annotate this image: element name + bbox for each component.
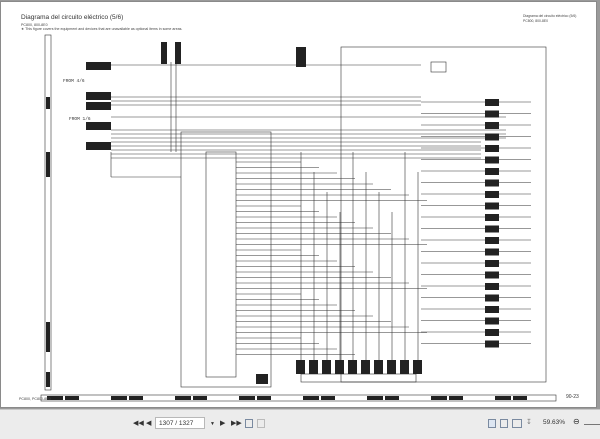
ruler-segment (193, 396, 207, 400)
ruler-segment (111, 396, 127, 400)
connector-block (86, 122, 111, 130)
connector-block (86, 102, 111, 110)
connector (413, 360, 422, 374)
page-title: Diagrama del circuito eléctrico (5/6) (21, 14, 124, 21)
page-note: ★ This figure covers the equipment and d… (21, 27, 183, 31)
connector (374, 360, 383, 374)
page-number-label: 90-23 (566, 394, 579, 400)
page-dropdown-icon[interactable]: ▼ (210, 421, 215, 427)
connector-block (86, 62, 111, 70)
ruler-segment (47, 396, 63, 400)
connector-label-box (300, 373, 417, 383)
previous-page-button[interactable]: ◀ (146, 420, 152, 427)
next-page-button[interactable]: ▶ (220, 420, 226, 427)
connector (485, 306, 499, 313)
connector (400, 360, 409, 374)
ruler-segment (431, 396, 447, 400)
last-page-button[interactable]: ▶▶ (231, 420, 242, 427)
connector (485, 225, 499, 233)
header-right: Diagrama del circuito eléctrico (5/6) PC… (523, 14, 576, 24)
ruler-segment (321, 396, 335, 400)
connector (485, 191, 499, 198)
connector (296, 47, 306, 67)
ground-connector (256, 374, 268, 384)
connector (485, 179, 499, 187)
ruler-segment (46, 372, 50, 387)
footer-model: PC800, PC800-8E0 (19, 397, 51, 401)
zoom-slider[interactable] (584, 424, 600, 425)
page-view-icon[interactable] (245, 419, 253, 428)
connector (485, 283, 499, 290)
connector (387, 360, 396, 374)
page-number-value: 1307 / 1327 (159, 420, 194, 427)
connector (485, 214, 499, 221)
connector (322, 360, 331, 374)
connector (296, 360, 305, 374)
ruler-segment (449, 396, 463, 400)
ruler-segment (239, 396, 255, 400)
model-label: PC800, 800-8E0 (21, 23, 48, 27)
left-ruler (44, 34, 52, 391)
connector (485, 156, 499, 164)
connector (485, 122, 499, 129)
zoom-value: 59.63% (543, 419, 566, 426)
ruler-segment (257, 396, 271, 400)
from-label-1-6: FROM 1/6 (69, 116, 91, 122)
zoom-out-button[interactable]: ⊖ (573, 417, 580, 426)
first-page-button[interactable]: ◀◀ (133, 420, 144, 427)
pdf-page: Diagrama del circuito eléctrico (5/6) PC… (0, 1, 597, 408)
connector (485, 340, 499, 348)
ruler-segment (495, 396, 511, 400)
ruler-segment (65, 396, 79, 400)
connector (485, 133, 499, 141)
connector (485, 260, 499, 267)
continuous-icon[interactable] (500, 419, 508, 428)
ruler-segment (175, 396, 191, 400)
connector (309, 360, 318, 374)
from-label-4-6: FROM 4/6 (63, 78, 85, 84)
scroll-icon[interactable]: ↧ (526, 419, 532, 426)
controller-box (180, 131, 272, 388)
connector (485, 110, 499, 118)
connector (485, 168, 499, 175)
connector (335, 360, 344, 374)
connector (485, 145, 499, 152)
controller-pins (205, 151, 237, 378)
ruler-segment (46, 322, 50, 352)
single-page-icon[interactable] (488, 419, 496, 428)
ruler-segment (46, 152, 50, 177)
connector (485, 317, 499, 325)
cab-frame (340, 46, 547, 383)
connector (485, 202, 499, 210)
ruler-segment (385, 396, 399, 400)
connector (361, 360, 370, 374)
ruler-segment (513, 396, 527, 400)
connector (485, 271, 499, 279)
connector-block (86, 142, 111, 150)
relay (161, 42, 167, 64)
ruler-segment (129, 396, 143, 400)
ruler-segment (367, 396, 383, 400)
relay (175, 42, 181, 64)
ruler-segment (46, 97, 50, 109)
circuit-diagram: FROM 4/6 FROM 1/6 (40, 34, 557, 402)
gauge (430, 61, 447, 73)
two-page-icon[interactable] (512, 419, 522, 428)
connector (348, 360, 357, 374)
header-right-title: Diagrama del circuito eléctrico (5/6) (523, 14, 577, 18)
connector-block (86, 92, 111, 100)
connector (485, 237, 499, 244)
header-right-model: PC800, 800-8E0 (523, 19, 549, 23)
page-number-input[interactable]: 1307 / 1327 (155, 417, 205, 429)
connector (485, 329, 499, 336)
viewer-toolbar: ◀◀ ◀ 1307 / 1327 ▼ ▶ ▶▶ ↧ 59.63% ⊖ (0, 409, 600, 439)
connector (485, 248, 499, 256)
page-view-2-icon[interactable] (257, 419, 265, 428)
connector (485, 294, 499, 302)
ruler-segment (303, 396, 319, 400)
bottom-ruler (40, 394, 557, 402)
connector (485, 99, 499, 106)
